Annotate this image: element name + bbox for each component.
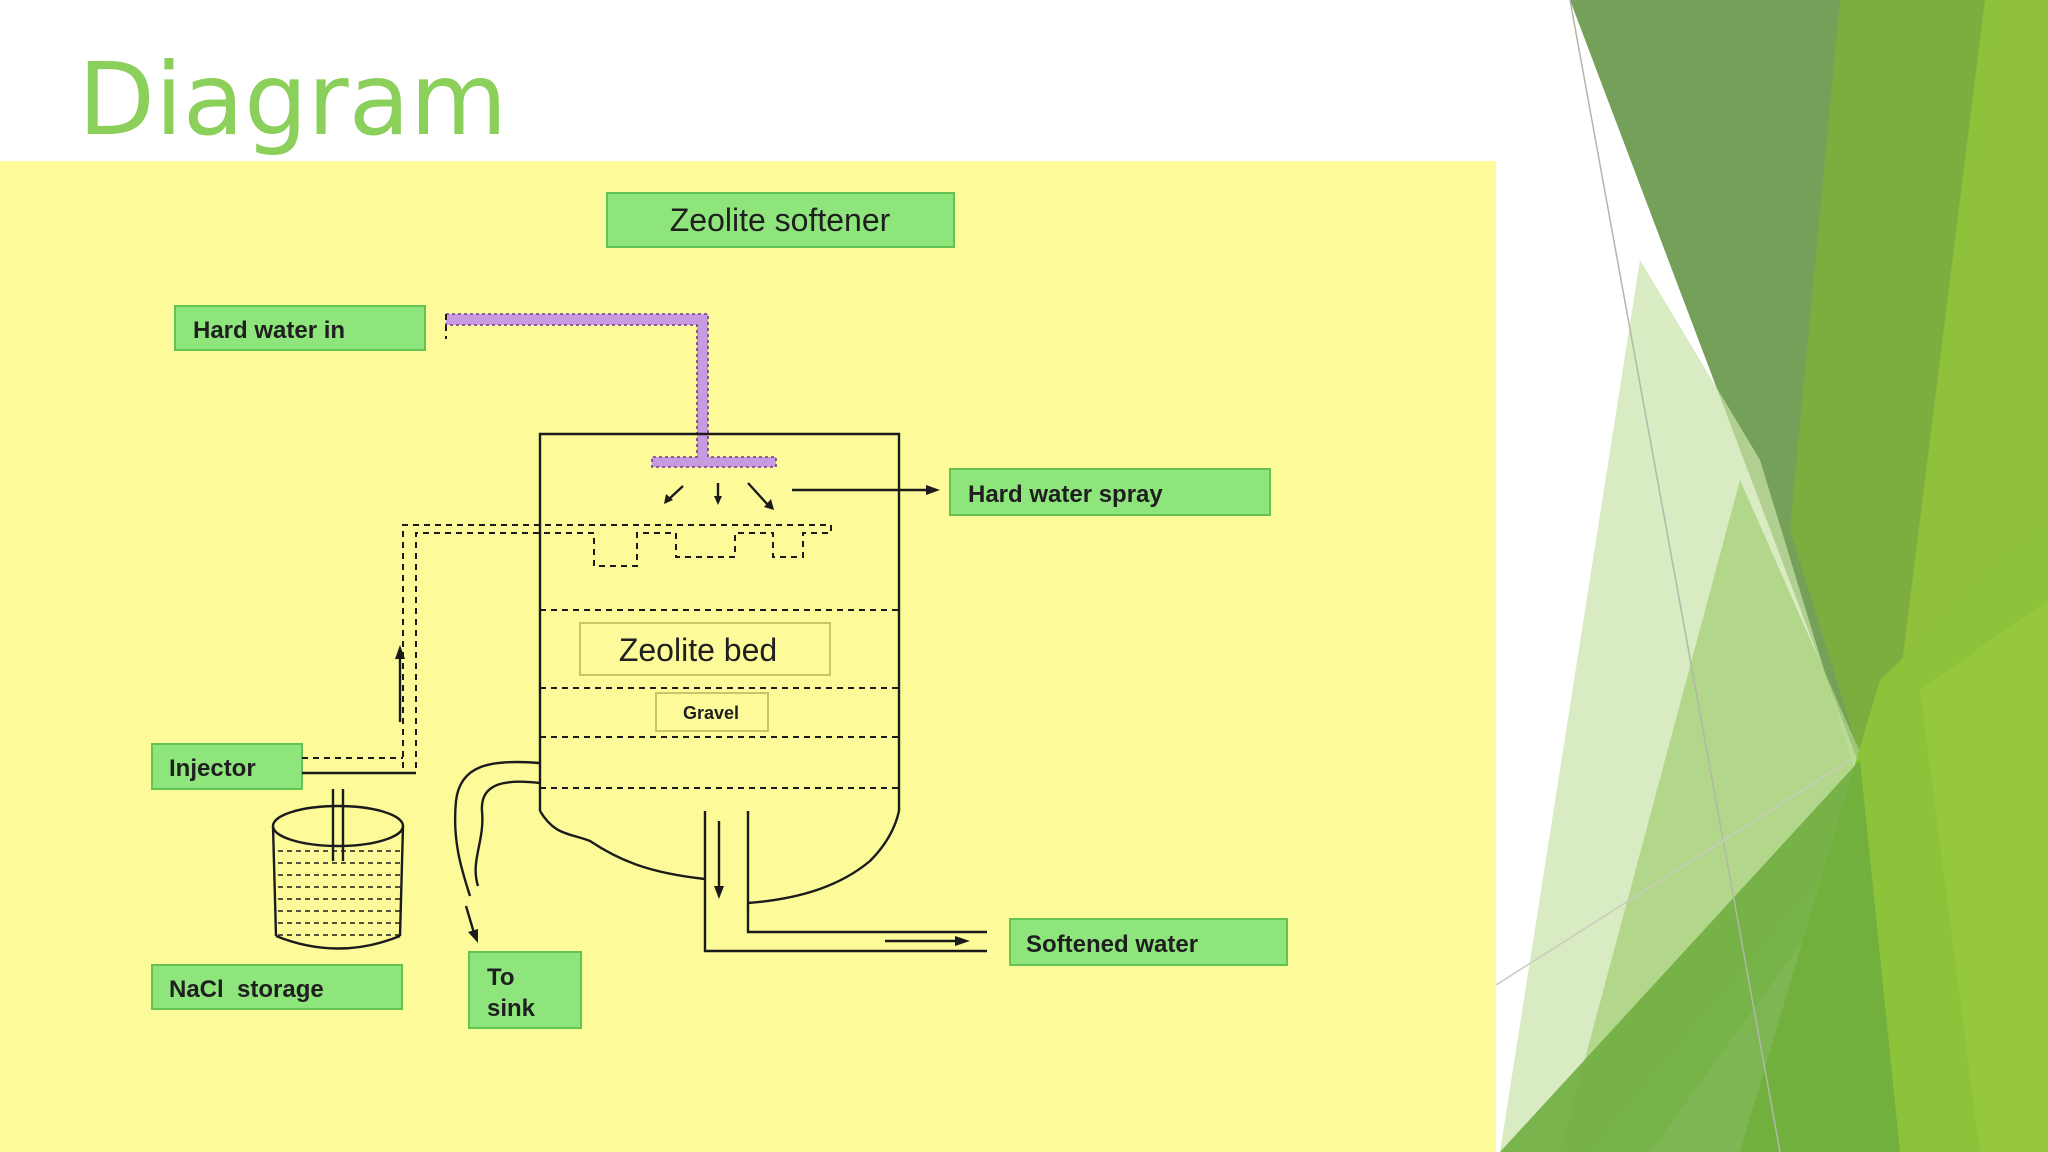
zeolite-bed-text: Zeolite bed	[619, 632, 777, 668]
drain-to-sink	[453, 760, 541, 943]
nacl-storage-label: NaCl storage	[151, 964, 403, 1010]
hard-water-inlet-pipe	[445, 313, 777, 468]
gravel-text: Gravel	[683, 703, 739, 723]
hard-water-in-text: Hard water in	[193, 317, 345, 344]
softened-water-text: Softened water	[1026, 931, 1198, 958]
diagram-panel: Zeolite softener Hard water in Hard wate	[0, 161, 1496, 1152]
to-sink-label: To sink	[468, 951, 582, 1029]
slide-title: Diagram	[78, 41, 508, 158]
diagram-title: Zeolite softener	[670, 202, 891, 238]
gravel-label: Gravel	[655, 692, 769, 732]
diagram-title-label: Zeolite softener	[606, 192, 955, 248]
hard-water-spray-text: Hard water spray	[968, 481, 1163, 508]
softener-tank	[538, 432, 987, 953]
zeolite-softener-diagram: Zeolite softener Hard water in Hard wate	[151, 192, 1288, 1029]
softened-water-label: Softened water	[1009, 918, 1288, 966]
hard-water-in-label: Hard water in	[174, 305, 426, 351]
brine-distributor	[395, 524, 832, 768]
injector-text: Injector	[169, 755, 256, 782]
hard-water-spray-label: Hard water spray	[949, 468, 1271, 516]
to-sink-line2: sink	[487, 995, 536, 1022]
spray-arrows	[664, 482, 940, 510]
to-sink-line1: To	[487, 964, 515, 991]
nacl-storage-vessel	[271, 789, 405, 950]
zeolite-bed-label: Zeolite bed	[579, 622, 831, 676]
injector-label: Injector	[151, 743, 303, 790]
nacl-storage-text: NaCl storage	[169, 976, 324, 1003]
